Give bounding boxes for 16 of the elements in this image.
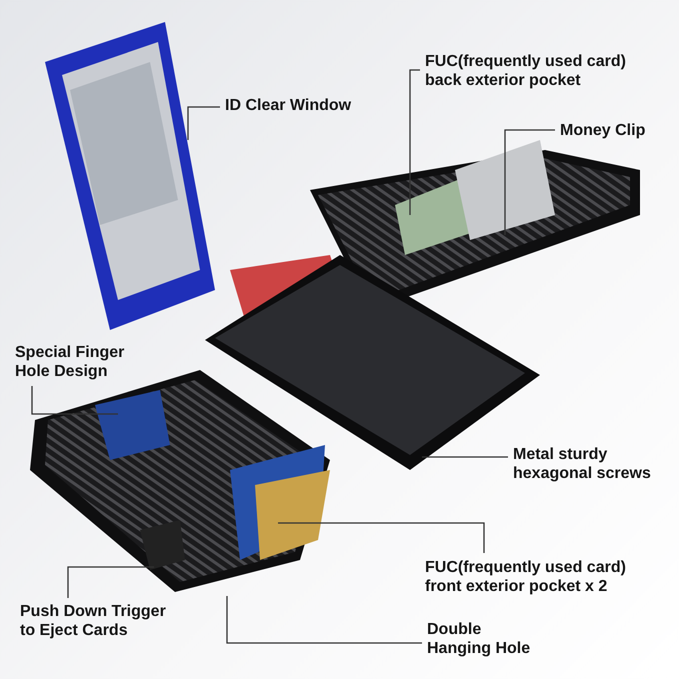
callout-label: Money Clip	[560, 121, 670, 140]
leader-line	[409, 69, 420, 215]
callout-label: FUC(frequently used card) back exterior pocket	[425, 52, 655, 90]
leader-line	[67, 566, 154, 598]
callout-label: FUC(frequently used card) front exterior pocket x 2	[425, 558, 655, 596]
leader-line	[278, 522, 485, 553]
callout-label: Double Hanging Hole	[427, 620, 547, 658]
leader-line	[422, 456, 508, 458]
callout-label: ID Clear Window	[225, 96, 425, 115]
leader-line	[31, 386, 118, 415]
leader-line	[226, 596, 422, 644]
leader-line	[187, 106, 220, 140]
callout-label: Special Finger Hole Design	[15, 343, 145, 381]
leader-line	[504, 129, 555, 235]
callout-label: Push Down Trigger to Eject Cards	[20, 602, 180, 640]
callout-label: Metal sturdy hexagonal screws	[513, 445, 673, 483]
